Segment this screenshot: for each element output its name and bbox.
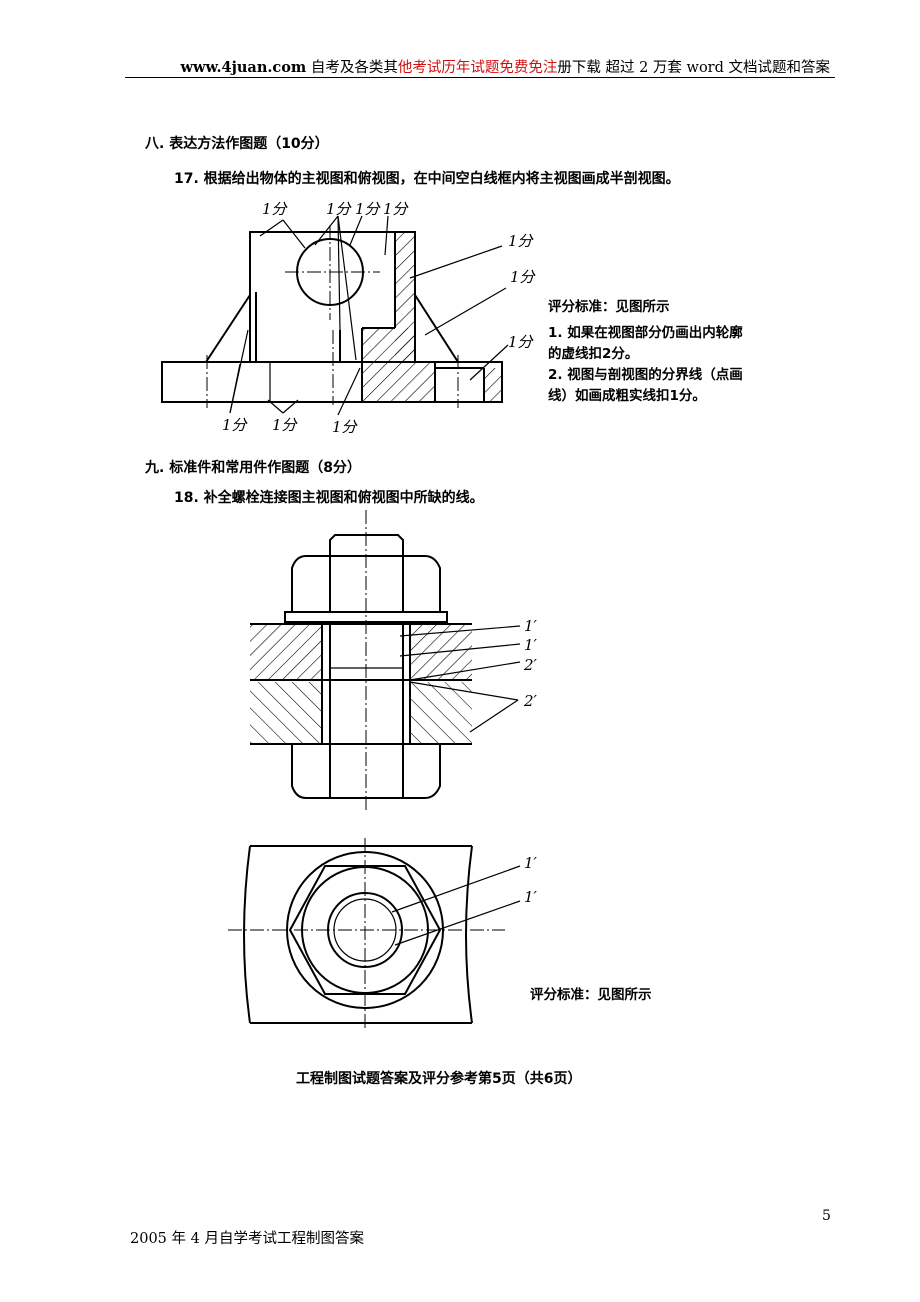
score-label: 1′ xyxy=(524,636,538,654)
page-footer-title: 工程制图试题答案及评分参考第5页（共6页） xyxy=(296,1071,582,1087)
question18: 18. 补全螺栓连接图主视图和俯视图中所缺的线。 xyxy=(174,490,484,506)
header-red-text: 他考试历年试题免费免注 xyxy=(397,60,558,76)
criteria-line: 2. 视图与剖视图的分界线（点画 xyxy=(548,367,743,383)
score-label: 1分 xyxy=(383,200,410,218)
washer xyxy=(284,611,448,623)
score-label: 1′ xyxy=(524,617,538,635)
leaders-18-front xyxy=(399,625,521,733)
score-labels-17: 1分 1分 1分 1分 1分 1分 1分 1分 1分 1分 xyxy=(222,200,537,436)
score-label: 1分 xyxy=(332,418,359,436)
hatch-hole-edge xyxy=(484,368,502,402)
score-label: 1分 xyxy=(510,268,537,286)
score-label: 1分 xyxy=(508,333,535,351)
score-label: 1′ xyxy=(524,888,538,906)
page-header: www.4juan.com 自考及各类其他考试历年试题免费免注册下载 超过 2 … xyxy=(130,56,830,77)
score-label: 1分 xyxy=(272,416,299,434)
section8-title: 八. 表达方法作图题（10分） xyxy=(145,136,329,152)
score-label: 1分 xyxy=(508,232,535,250)
header-site: www.4juan.com xyxy=(180,59,307,76)
criteria-line: 线）如画成粗实线扣1分。 xyxy=(548,388,706,404)
header-text: 自考及各类其 xyxy=(306,60,398,76)
leaders-18-top xyxy=(391,865,521,946)
bottom-caption: 2005 年 4 月自学考试工程制图答案 xyxy=(130,1231,364,1247)
rib-left xyxy=(205,294,251,363)
criteria-title: 评分标准：见图所示 xyxy=(548,299,670,315)
section9-title: 九. 标准件和常用件作图题（8分） xyxy=(145,460,361,476)
question17: 17. 根据给出物体的主视图和俯视图，在中间空白线框内将主视图画成半剖视图。 xyxy=(174,171,680,187)
criteria-line: 的虚线扣2分。 xyxy=(548,346,639,362)
nut xyxy=(291,555,441,613)
lower-plate-left xyxy=(250,682,322,744)
hatch-lower xyxy=(362,328,415,402)
upper-plate-left xyxy=(250,624,322,680)
score-label: 2′ xyxy=(523,656,538,674)
hatch-base-web xyxy=(415,362,435,402)
score-label: 1分 xyxy=(355,200,382,218)
score-label: 2′ xyxy=(523,692,538,710)
header-rule xyxy=(125,77,835,78)
criteria-line: 1. 如果在视图部分仍画出内轮廓 xyxy=(548,325,743,341)
top-break-right xyxy=(465,845,473,1024)
score-label: 1分 xyxy=(326,200,353,218)
lower-plate-right xyxy=(410,682,472,744)
bolt-head xyxy=(291,743,441,799)
criteria-18: 评分标准：见图所示 xyxy=(530,987,652,1003)
header-text-end: 册下载 超过 2 万套 word 文档试题和答案 xyxy=(557,60,830,76)
criteria-17: 评分标准：见图所示 1. 如果在视图部分仍画出内轮廓 的虚线扣2分。 2. 视图… xyxy=(548,297,743,407)
score-label: 1分 xyxy=(222,416,249,434)
score-label: 1′ xyxy=(524,854,538,872)
leaders-17 xyxy=(229,215,509,416)
score-label: 1分 xyxy=(262,200,289,218)
page-number: 5 xyxy=(822,1208,831,1224)
top-break-left xyxy=(243,845,251,1024)
